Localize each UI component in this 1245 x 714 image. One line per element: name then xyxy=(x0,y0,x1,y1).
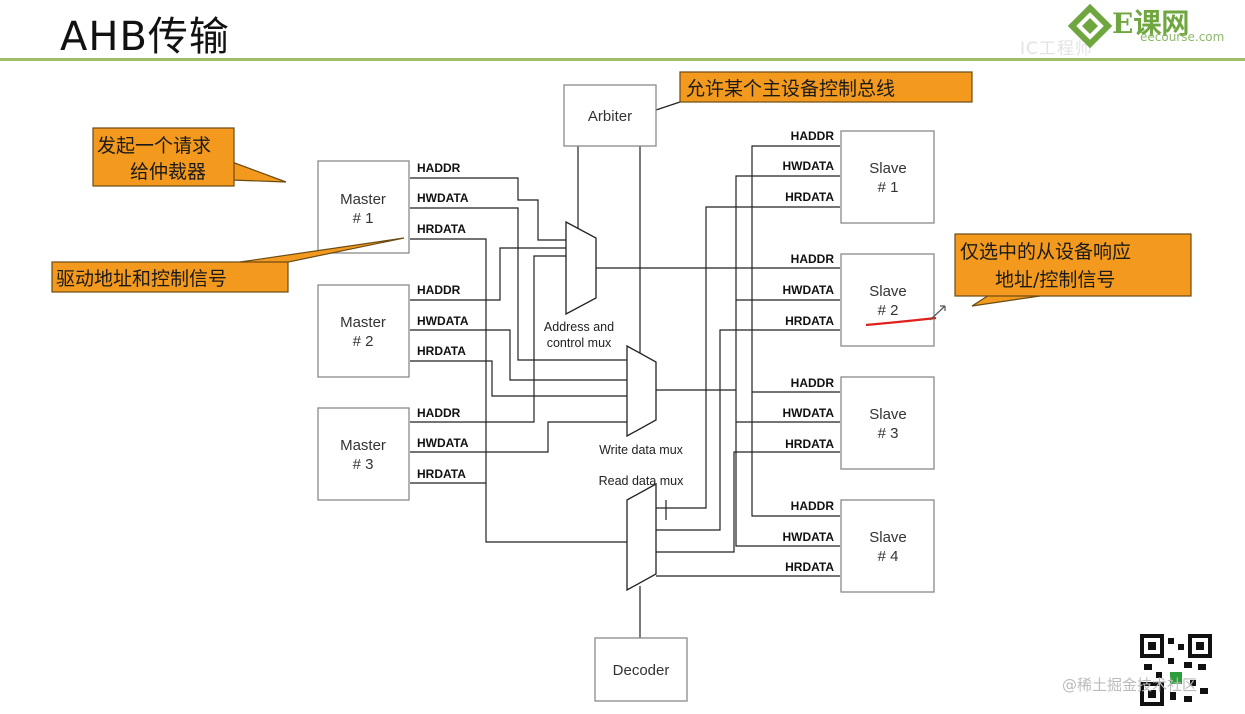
signal-label: HRDATA xyxy=(785,560,834,574)
master-2-box xyxy=(317,284,410,378)
read-mux-label: Read data mux xyxy=(599,474,685,488)
master-1-box xyxy=(317,160,410,254)
signal-label: HRDATA xyxy=(417,222,466,236)
signal-label: HADDR xyxy=(791,376,835,390)
master-2-label: Master xyxy=(340,314,386,331)
slave-1-number: # 1 xyxy=(878,179,899,196)
slide-title: AHB传输 xyxy=(60,14,230,60)
red-underline-mark xyxy=(865,316,937,327)
logo-subtext: eecourse.com xyxy=(1140,30,1225,44)
address-mux-label-2: control mux xyxy=(547,336,612,350)
slave-2-box xyxy=(840,253,935,347)
signal-label: HWDATA xyxy=(782,159,834,173)
master-3-label: Master xyxy=(340,437,386,454)
callout-request-line2: 给仲裁器 xyxy=(130,161,206,183)
wire xyxy=(656,389,840,423)
signal-label: HADDR xyxy=(417,161,461,175)
decoder-label: Decoder xyxy=(613,662,670,679)
slave-3-number: # 3 xyxy=(878,425,899,442)
signal-label: HADDR xyxy=(791,499,835,513)
wire xyxy=(751,145,840,268)
slave-2-label: Slave xyxy=(869,283,907,300)
signal-label: HRDATA xyxy=(417,467,466,481)
arbiter-box xyxy=(563,84,657,147)
signal-label: HRDATA xyxy=(785,437,834,451)
signal-label: HADDR xyxy=(417,406,461,420)
master-1-label: Master xyxy=(340,191,386,208)
callout-arbiter-text: 允许某个主设备控制总线 xyxy=(686,78,895,100)
signal-label: HADDR xyxy=(791,252,835,266)
signal-label: HWDATA xyxy=(782,283,834,297)
signal-label: HWDATA xyxy=(782,406,834,420)
callout-slave-line2: 地址/控制信号 xyxy=(995,269,1115,291)
slave-4-label: Slave xyxy=(869,529,907,546)
qr-code-icon xyxy=(1140,634,1212,706)
signal-label: HWDATA xyxy=(417,191,469,205)
callout-request: 发起一个请求 给仲裁器 xyxy=(92,127,287,187)
wire xyxy=(656,451,840,553)
signal-label: HADDR xyxy=(791,129,835,143)
callout-request-line1: 发起一个请求 xyxy=(97,135,211,157)
slave-1-label: Slave xyxy=(869,160,907,177)
master-3-number: # 3 xyxy=(353,456,374,473)
wire xyxy=(410,238,627,543)
wire xyxy=(735,175,840,300)
wire xyxy=(410,360,500,397)
logo-ghost-text: IC工程师 xyxy=(1020,39,1093,59)
callout-arbiter: 允许某个主设备控制总线 xyxy=(679,71,973,103)
signal-label: HADDR xyxy=(417,283,461,297)
callout-drive: 驱动地址和控制信号 xyxy=(51,237,405,293)
wire xyxy=(410,255,566,423)
callout-slave-line1: 仅选中的从设备响应 xyxy=(960,241,1131,263)
wire xyxy=(751,392,840,517)
callout-slave: 仅选中的从设备响应 地址/控制信号 xyxy=(954,233,1192,307)
signal-label: HWDATA xyxy=(782,530,834,544)
slave-4-box xyxy=(840,499,935,593)
arbiter-label: Arbiter xyxy=(588,108,632,125)
wire xyxy=(410,207,627,361)
wire xyxy=(656,329,840,531)
slave-3-label: Slave xyxy=(869,406,907,423)
signal-label: HRDATA xyxy=(785,190,834,204)
wire xyxy=(410,247,566,301)
slave-2-number: # 2 xyxy=(878,302,899,319)
slave-4-number: # 4 xyxy=(878,548,899,565)
address-mux xyxy=(565,220,597,316)
decoder-box xyxy=(594,637,688,702)
master-1-number: # 1 xyxy=(353,210,374,227)
write-mux-label: Write data mux xyxy=(599,443,684,457)
slave-1-box xyxy=(840,130,935,224)
title-divider xyxy=(0,58,1245,61)
wire xyxy=(656,206,840,509)
wire xyxy=(410,421,627,453)
signal-label: HWDATA xyxy=(417,436,469,450)
signal-label: HRDATA xyxy=(417,344,466,358)
logo-icon xyxy=(1068,4,1113,49)
slave-3-box xyxy=(840,376,935,470)
master-3-box xyxy=(317,407,410,501)
wire xyxy=(410,177,566,241)
wire xyxy=(735,422,840,547)
signal-label: HRDATA xyxy=(785,314,834,328)
wire xyxy=(410,329,627,381)
callout-drive-text: 驱动地址和控制信号 xyxy=(56,268,227,290)
cursor-arrow-icon xyxy=(929,305,946,321)
watermark-text: @稀土掘金技术社区 xyxy=(1062,676,1198,694)
read-data-mux xyxy=(626,482,657,592)
logo-brand: E课网 xyxy=(1112,7,1190,40)
write-data-mux xyxy=(626,344,657,438)
master-2-number: # 2 xyxy=(353,333,374,350)
address-mux-label: Address and xyxy=(544,320,614,334)
signal-label: HWDATA xyxy=(417,314,469,328)
